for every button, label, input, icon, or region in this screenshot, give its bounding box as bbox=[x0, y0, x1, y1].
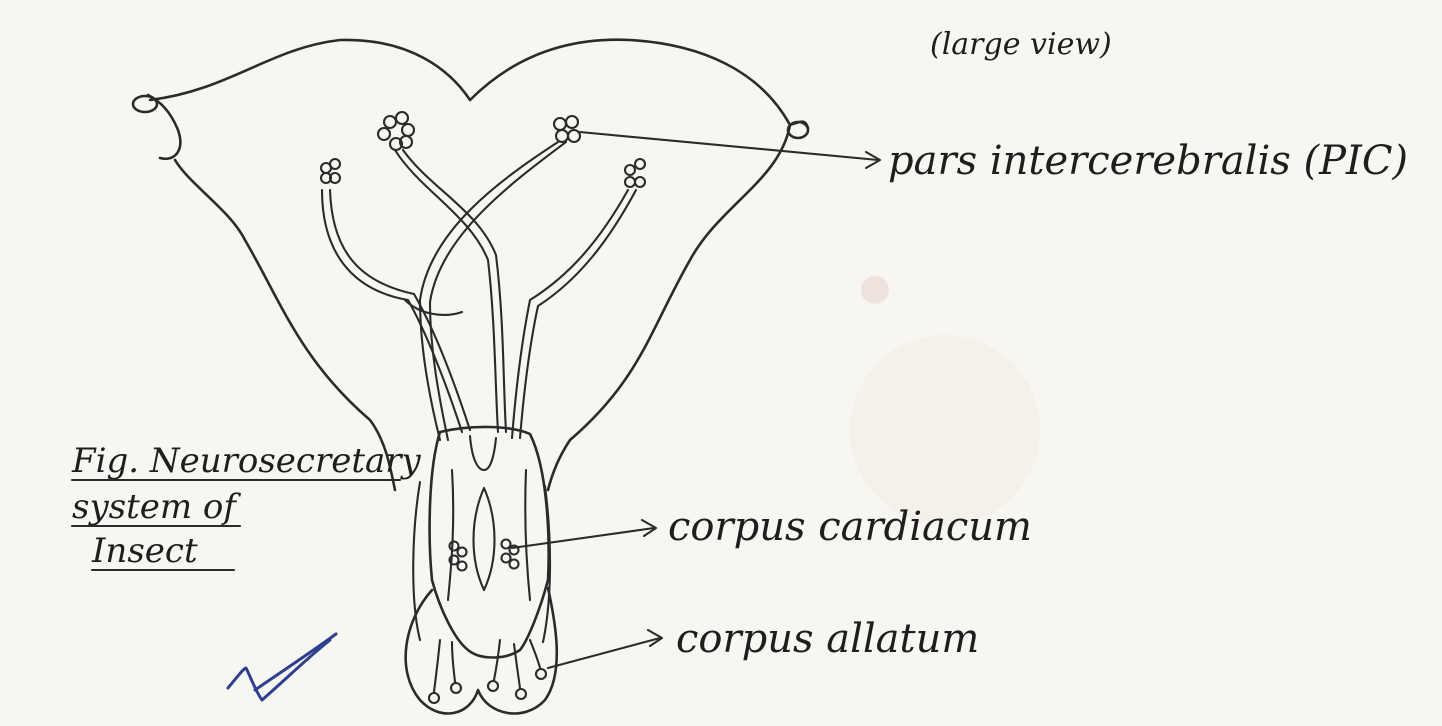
left-optic-lobe bbox=[148, 95, 180, 159]
paper-stain bbox=[850, 335, 1040, 525]
arrow-ca bbox=[548, 638, 660, 668]
arrow-cc bbox=[512, 528, 654, 548]
ca-cells bbox=[429, 640, 546, 703]
caption-line1: Fig. Neurosecretary bbox=[71, 441, 422, 481]
cell-cluster bbox=[554, 116, 580, 142]
caption-line2: system of bbox=[72, 487, 241, 527]
paper-stain bbox=[861, 276, 889, 304]
checkmark-icon bbox=[228, 634, 336, 700]
arrow-pic bbox=[580, 132, 878, 160]
header-fragment: (large view) bbox=[930, 27, 1112, 62]
brain-outline bbox=[150, 40, 790, 490]
label-corpus-allatum: corpus allatum bbox=[676, 616, 979, 662]
label-corpus-cardiacum: corpus cardiacum bbox=[668, 504, 1032, 550]
pointer-arrows bbox=[512, 132, 880, 668]
left-optic-tip bbox=[133, 96, 157, 112]
cell-cluster bbox=[378, 112, 414, 150]
caption-line3: Insect bbox=[91, 531, 198, 571]
paper-stains bbox=[850, 276, 1040, 525]
label-pars-intercerebralis: pars intercerebralis (PIC) bbox=[888, 138, 1408, 184]
right-optic-tip bbox=[788, 122, 808, 138]
cell-cluster bbox=[321, 159, 340, 183]
axon-tracts bbox=[322, 142, 636, 440]
corpus-cardiacum-outline bbox=[430, 427, 549, 658]
retrocerebral-complex bbox=[406, 427, 557, 714]
cell-cluster bbox=[625, 159, 645, 187]
figure-caption: Fig. Neurosecretary system of Insect bbox=[71, 441, 422, 571]
arrow-ca-head bbox=[648, 630, 662, 646]
cc-cells bbox=[450, 540, 519, 571]
neurosecretory-cells bbox=[321, 112, 645, 187]
